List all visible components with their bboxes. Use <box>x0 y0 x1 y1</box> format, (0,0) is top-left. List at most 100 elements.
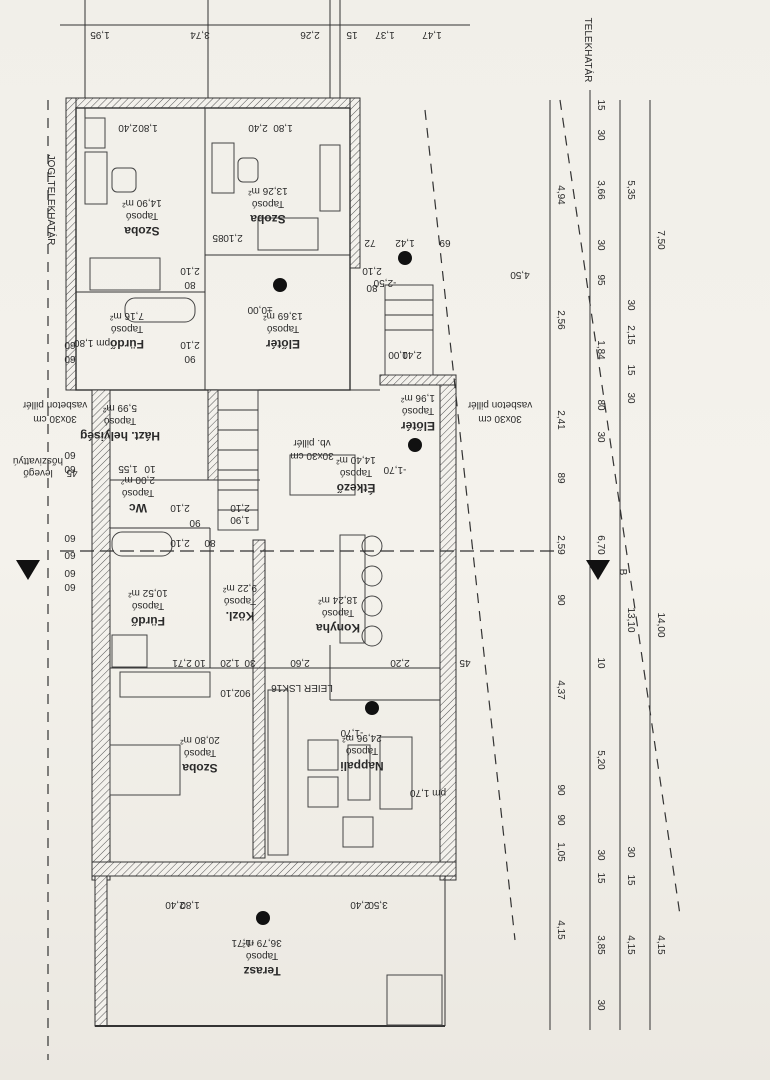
room-area: 2,00 m² <box>120 474 155 485</box>
right-dimension: 3,66 <box>595 180 606 200</box>
room-floor: Taposó <box>125 210 158 221</box>
level-value: ±0,00 <box>247 304 272 315</box>
heat-pump-label-2: hőszivattyú <box>13 455 63 466</box>
room-area: 36,79 m² <box>242 937 282 948</box>
room-name: Fürdő <box>110 337 144 351</box>
right-dimension: 3,85 <box>595 935 606 955</box>
right-dimension: 15 <box>595 872 606 884</box>
heat-pump-label-1: levegő <box>23 467 53 478</box>
right-dimension: 90 <box>555 784 566 796</box>
right-dimension: 89 <box>555 472 566 484</box>
right-dimension: 1,05 <box>555 842 566 862</box>
room-name: Előtér <box>266 337 300 351</box>
inner-dimension: 80 <box>184 279 196 290</box>
room-name: Wc <box>129 501 147 515</box>
inner-dimension: 2,10 <box>220 687 240 698</box>
right-dimension: 15 <box>595 99 606 111</box>
inner-dimension: 1,20 <box>220 657 240 668</box>
inner-dimension: 90 <box>189 517 201 528</box>
left-dimension: 60 <box>64 567 76 578</box>
right-dimension: 2,56 <box>555 310 566 330</box>
inner-dimension: 3,50 <box>368 899 388 910</box>
inner-dimension: 85 <box>212 232 224 243</box>
right-dimension: 90 <box>555 814 566 826</box>
level-value: -2,50 <box>373 277 396 288</box>
room-floor: Taposó <box>223 595 256 606</box>
staircase <box>217 284 434 531</box>
inner-dimension: 69 <box>439 237 451 248</box>
inner-dimension: 1,42 <box>395 237 415 248</box>
right-dimension: 30 <box>625 846 636 858</box>
inner-dimension: 80 <box>204 537 216 548</box>
inner-dimension: 2,20 <box>390 657 410 668</box>
right-dimension: 2,59 <box>555 535 566 555</box>
terrace-outline <box>94 875 446 1027</box>
room-name: Étkező <box>337 481 376 496</box>
top-dimension: 1,37 <box>375 29 395 40</box>
level-value: -1,70 <box>383 464 406 475</box>
right-dimension: 90 <box>555 594 566 606</box>
left-dimension: 60 <box>64 532 76 543</box>
inner-dimension: 90 <box>184 353 196 364</box>
inner-dimension: 2,60 <box>290 657 310 668</box>
inner-dimension: 2,10 <box>170 502 190 513</box>
main-block-walls <box>91 374 457 881</box>
inner-dimension: 2,71 <box>172 657 192 668</box>
inner-dimension: 2,10 <box>180 339 200 350</box>
room-name: Közl. <box>226 609 255 623</box>
right-dimension: 2,15 <box>625 325 636 345</box>
inner-dimension: 1,90 <box>230 514 250 525</box>
inner-dimension: 72 <box>364 237 376 248</box>
room-name: Szoba <box>124 224 160 238</box>
room-area: 9,22 m² <box>222 582 257 593</box>
left-dimension: 60 <box>64 353 76 364</box>
inner-dimension: 2,10 <box>223 232 243 243</box>
level-marker-icon <box>398 251 412 265</box>
room-name: Terasz <box>243 964 280 978</box>
inner-dimension: 1,55 <box>118 463 138 474</box>
right-dimension: 95 <box>595 274 606 286</box>
right-dimension: 30 <box>595 849 606 861</box>
right-dimension: 13,10 <box>625 607 636 632</box>
room-floor: Taposó <box>321 607 354 618</box>
inner-dimension: 45 <box>459 657 471 668</box>
room-name: Szoba <box>250 212 286 226</box>
room-floor: Taposó <box>103 415 136 426</box>
pillar-left-label: vasbeton pillér <box>22 399 87 410</box>
room-area: 10,52 m² <box>128 587 168 598</box>
right-dimension: 4,37 <box>555 680 566 700</box>
room-floor: Taposó <box>183 747 216 758</box>
room-floor: Taposó <box>266 323 299 334</box>
room-area: 14,40 m² <box>336 454 376 465</box>
room-name: Házt. helyiség <box>80 429 160 443</box>
inner-dimension: 2,10 <box>362 265 382 276</box>
room-name: Szoba <box>182 761 218 775</box>
top-dimension: 1,95 <box>90 29 110 40</box>
inner-dimension: 2,10 <box>230 502 250 513</box>
pillar-right-label: vasbeton pillér <box>467 399 532 410</box>
room-floor: Taposó <box>251 198 284 209</box>
inner-dimension: 1,80 <box>138 122 158 133</box>
level-marker-icon <box>365 701 379 715</box>
top-dimension: 15 <box>346 29 358 40</box>
vb-pillar-label: vb. pillér <box>293 437 331 448</box>
section-marker-left <box>16 560 40 580</box>
right-dimension: 1,84 <box>595 340 606 360</box>
inner-dimension: 90 <box>239 687 251 698</box>
room-label-kozl: Közl. Taposó 9,22 m² <box>222 582 257 623</box>
left-dimension: 60 <box>64 449 76 460</box>
right-dimension: 4,94 <box>555 185 566 205</box>
room-name: Konyha <box>316 621 360 635</box>
ceiling-label: LEIER LSK16 <box>271 682 333 693</box>
